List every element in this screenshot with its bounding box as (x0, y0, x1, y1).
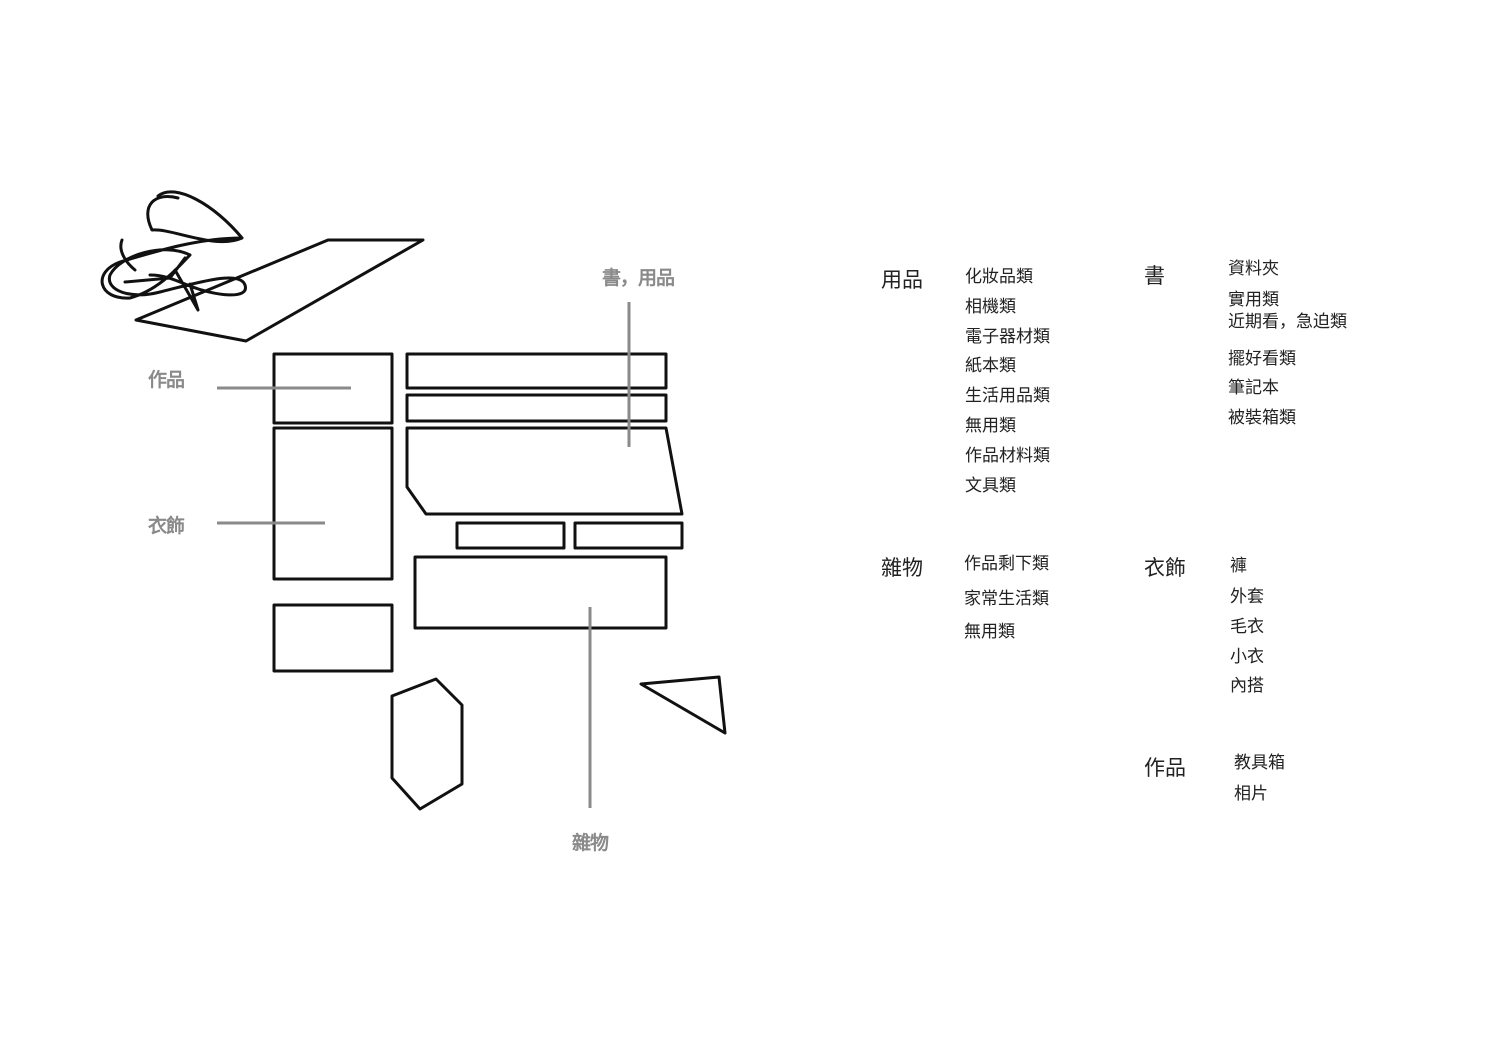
legend-item: 無用類 (965, 415, 1016, 436)
legend-item: 教具箱 (1234, 753, 1285, 773)
misc-cabinet (413, 555, 668, 630)
legend-item: 化妝品類 (965, 267, 1033, 287)
legend-item: 內搭 (1230, 676, 1264, 697)
legend-item: 電子器材類 (965, 326, 1050, 347)
legend-list-books: 資料夾 實用類 近期看，急迫類 擺好看類 筆記本 被裝箱類 (1228, 258, 1347, 437)
legend-item: 家常生活類 (964, 589, 1049, 609)
legend-item: 紙本類 (965, 356, 1016, 377)
clothing-label: 衣飾 (148, 515, 185, 537)
legend-item: 褲 (1230, 556, 1247, 576)
scribble-mark (100, 190, 247, 312)
legend-item: 資料夾 (1228, 259, 1279, 279)
small-drawer-right (573, 521, 684, 550)
clothing-shelf (272, 426, 394, 581)
books-supplies-desk (405, 426, 684, 516)
legend-heading-supplies: 用品 (881, 268, 923, 292)
legend-item: 作品材料類 (965, 445, 1050, 466)
legend-item: 毛衣 (1230, 616, 1264, 637)
legend-item: 筆記本 (1228, 378, 1279, 398)
legend-heading-clothing: 衣飾 (1144, 556, 1186, 580)
legend-item: 生活用品類 (965, 386, 1050, 407)
legend-item: 外套 (1230, 587, 1264, 607)
hexagon-zone (390, 677, 464, 811)
legend-heading-books: 書 (1144, 264, 1165, 288)
legend-item: 擺好看類 (1228, 349, 1296, 369)
books-shelf-top (405, 352, 668, 390)
misc-label: 雜物 (572, 832, 609, 854)
triangle-zone (639, 675, 727, 735)
legend-item: 被裝箱類 (1228, 408, 1296, 428)
legend-list-clothing: 褲 外套 毛衣 小衣 內搭 (1230, 555, 1264, 705)
legend-item: 相片 (1234, 784, 1268, 804)
legend-item: 文具類 (965, 475, 1016, 496)
legend-list-supplies: 化妝品類 相機類 電子器材類 紙本類 生活用品類 無用類 作品材料類 文具類 (965, 266, 1050, 504)
books-supplies-label: 書，用品 (602, 267, 675, 289)
parallelogram-zone (134, 238, 425, 343)
legend-list-works: 教具箱 相片 (1234, 752, 1285, 813)
legend-heading-works: 作品 (1144, 756, 1186, 780)
legend-item: 小衣 (1230, 646, 1264, 667)
legend-heading-misc: 雜物 (881, 556, 923, 580)
works-label: 作品 (148, 369, 185, 391)
legend-item: 實用類 (1228, 290, 1279, 310)
bottom-left-box (272, 603, 394, 673)
legend-item: 作品剩下類 (964, 554, 1049, 574)
legend-item: 無用類 (964, 622, 1015, 642)
legend-item: 近期看，急迫類 (1228, 312, 1347, 332)
books-shelf-second (405, 393, 668, 423)
legend-item: 相機類 (965, 296, 1016, 317)
legend-list-misc: 作品剩下類 家常生活類 無用類 (964, 553, 1049, 652)
small-drawer-left (455, 521, 566, 550)
